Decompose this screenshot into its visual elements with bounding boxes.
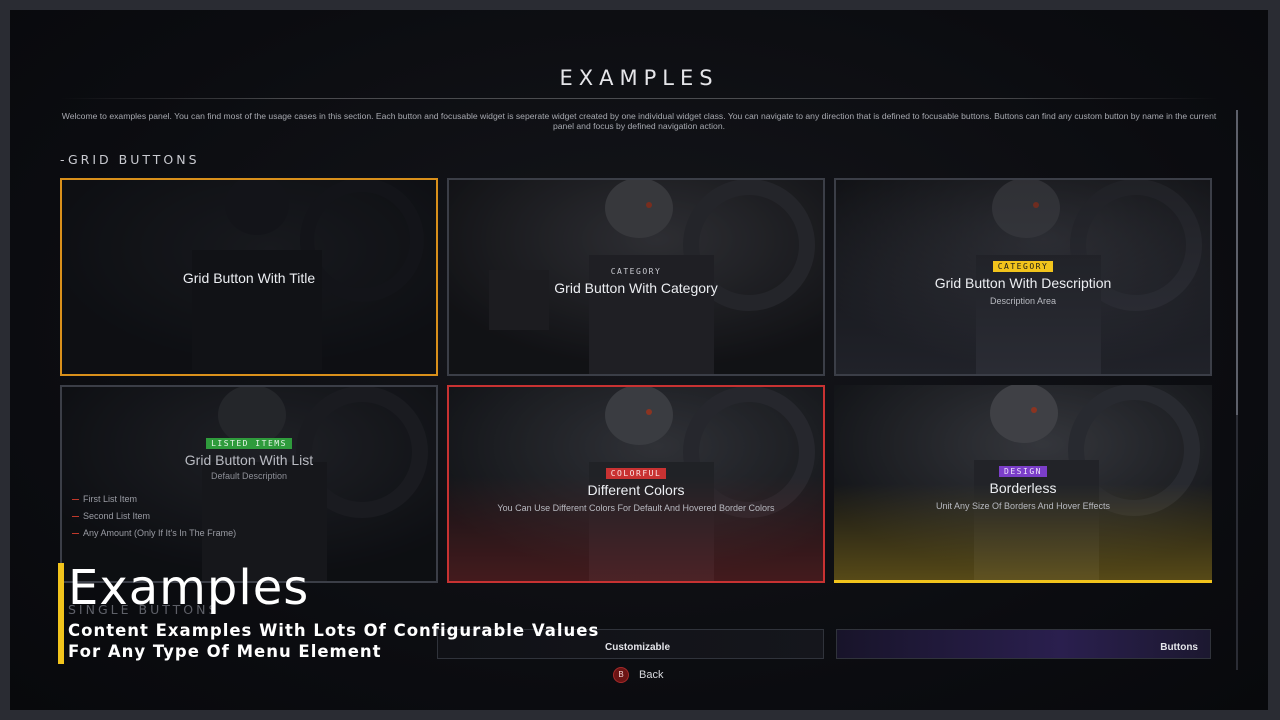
- card-title: Borderless: [989, 480, 1057, 496]
- overlay-subtitle: Content Examples With Lots Of Configurab…: [68, 620, 599, 662]
- overlay-title: Examples: [68, 560, 310, 616]
- overlay-subtitle-line: Content Examples With Lots Of Configurab…: [68, 621, 600, 640]
- list-item: Any Amount (Only If It's In The Frame): [72, 525, 236, 542]
- grid-button-colorful[interactable]: COLORFUL Different Colors You Can Use Di…: [447, 385, 825, 583]
- examples-panel: EXAMPLES Welcome to examples panel. You …: [10, 10, 1268, 710]
- card-title: Grid Button With Title: [182, 270, 316, 286]
- robot-artwork: [449, 180, 823, 374]
- single-button-customizable[interactable]: Customizable: [437, 629, 824, 659]
- intro-text: Welcome to examples panel. You can find …: [61, 111, 1217, 131]
- card-title: Grid Button With Description: [934, 275, 1112, 291]
- single-button-label: Buttons: [1160, 642, 1198, 653]
- card-description: Default Description: [210, 471, 288, 481]
- card-title: Grid Button With Category: [554, 280, 718, 296]
- grid-button-title[interactable]: Grid Button With Title: [60, 178, 438, 376]
- card-description: Unit Any Size Of Borders And Hover Effec…: [936, 501, 1110, 511]
- robot-artwork: [834, 385, 1212, 580]
- card-title: Grid Button With List: [184, 452, 314, 468]
- panel-scrollbar[interactable]: [1236, 110, 1238, 670]
- panel-title: EXAMPLES: [559, 66, 719, 90]
- single-buttons-heading: SINGLE BUTTONS: [68, 602, 220, 617]
- category-badge: CATEGORY: [992, 261, 1054, 272]
- overlay-subtitle-line: For Any Type Of Menu Element: [68, 642, 382, 661]
- category-badge: DESIGN: [999, 466, 1047, 477]
- b-key-icon: B: [613, 667, 629, 683]
- card-description: Description Area: [989, 296, 1057, 306]
- grid-buttons-heading: -GRID BUTTONS: [60, 152, 200, 167]
- card-description: You Can Use Different Colors For Default…: [497, 503, 775, 513]
- title-divider: [60, 98, 1218, 99]
- grid-button-description[interactable]: CATEGORY Grid Button With Description De…: [834, 178, 1212, 376]
- single-button-label: Customizable: [605, 642, 671, 653]
- grid-button-list[interactable]: LISTED ITEMS Grid Button With List Defau…: [60, 385, 438, 583]
- single-button-buttons[interactable]: Buttons: [836, 629, 1211, 659]
- grid-button-borderless[interactable]: DESIGN Borderless Unit Any Size Of Borde…: [834, 385, 1212, 583]
- category-badge: LISTED ITEMS: [206, 438, 292, 449]
- list-item: First List Item: [72, 491, 236, 508]
- scrollbar-thumb[interactable]: [1236, 110, 1238, 415]
- category-label: CATEGORY: [610, 267, 662, 276]
- overlay-accent-bar: [58, 563, 64, 664]
- grid-button-category[interactable]: CATEGORY Grid Button With Category: [447, 178, 825, 376]
- card-list: First List Item Second List Item Any Amo…: [72, 491, 236, 542]
- card-title: Different Colors: [587, 482, 685, 498]
- list-item: Second List Item: [72, 508, 236, 525]
- back-label: Back: [639, 669, 664, 681]
- category-badge: COLORFUL: [605, 468, 667, 479]
- robot-artwork: [449, 387, 823, 581]
